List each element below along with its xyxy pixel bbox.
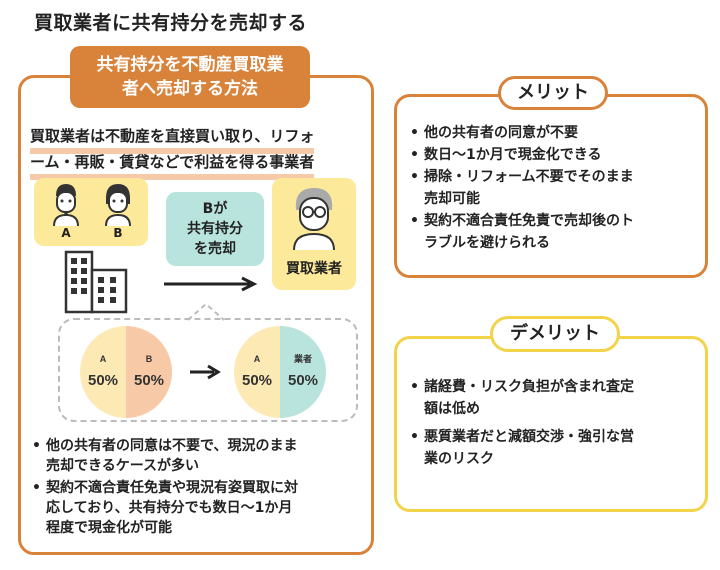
pie-after-a-label: A xyxy=(254,354,261,364)
buyer-icon xyxy=(293,188,335,250)
owner-a-label: A xyxy=(61,226,71,240)
merit-item-4: 契約不適合責任免責で売却後のト ラブルを避けられる xyxy=(410,210,634,254)
merit-item-4-line2: ラブルを避けられる xyxy=(424,235,550,251)
method-note-2: •契約不適合責任免責や現況有姿買取に対 応しており、共有持分でも数日〜1か月 程… xyxy=(32,480,298,536)
pie-before-a-slice xyxy=(80,326,126,418)
pie-before-b-slice xyxy=(126,326,172,418)
share-pies: A 50% B 50% A 50% 業者 50% xyxy=(80,326,326,418)
building-icon xyxy=(64,250,128,314)
merit-item-3-line1: 掃除・リフォーム不要でそのまま xyxy=(424,169,634,185)
demerit-list: 諸経費・リスク負担が含まれ査定 額は低め 悪質業者だと減額交渉・強引な営 業のリ… xyxy=(410,376,634,470)
pie-after-a-slice xyxy=(234,326,280,418)
merit-item-2: 数日〜1か月で現金化できる xyxy=(410,144,634,166)
b-sells-share-bubble: Bが 共有持分 を売却 xyxy=(166,192,264,266)
share-change-box xyxy=(58,318,358,422)
method-header-line1: 共有持分を不動産買取業 xyxy=(96,55,284,75)
merit-list: 他の共有者の同意が不要 数日〜1か月で現金化できる 掃除・リフォーム不要でそのま… xyxy=(410,122,634,254)
method-note-2-line3: 程度で現金化が可能 xyxy=(46,520,172,536)
pie-before-b-value: 50% xyxy=(134,372,164,389)
bubble-line1: Bが xyxy=(202,201,228,217)
method-note-2-line1: 契約不適合責任免責や現況有姿買取に対 xyxy=(46,480,298,496)
arrow-right-icon xyxy=(164,276,258,292)
callout-pointer xyxy=(187,302,225,321)
pie-after-buyer-slice xyxy=(280,326,326,418)
method-note-1-line1: 他の共有者の同意は不要で、現況のまま xyxy=(46,438,298,454)
pie-after-buyer-value: 50% xyxy=(288,372,318,389)
page-title: 買取業者に共有持分を売却する xyxy=(34,12,308,34)
owner-b-label: B xyxy=(113,226,123,240)
demerit-item-2-line2: 業のリスク xyxy=(424,451,494,467)
method-note-2-line2: 応しており、共有持分でも数日〜1か月 xyxy=(46,500,293,516)
definition-line1: 買取業者は不動産を直接買い取り、リフォ xyxy=(30,126,315,154)
pie-before-a-value: 50% xyxy=(88,372,118,389)
demerit-item-2: 悪質業者だと減額交渉・強引な営 業のリスク xyxy=(410,426,634,470)
buyer-label: 買取業者 xyxy=(286,261,342,277)
merit-item-1: 他の共有者の同意が不要 xyxy=(410,122,634,144)
co-owners-card: A B xyxy=(34,178,148,246)
pie-after-a-value: 50% xyxy=(242,372,272,389)
owner-a-icon xyxy=(53,184,79,226)
merit-item-3: 掃除・リフォーム不要でそのまま 売却可能 xyxy=(410,166,634,210)
bubble-line2: 共有持分 xyxy=(187,221,243,237)
merit-title: メリット xyxy=(498,76,608,110)
demerit-item-2-line1: 悪質業者だと減額交渉・強引な営 xyxy=(424,429,634,445)
pie-before-a-label: A xyxy=(100,354,107,364)
pie-after-buyer-label: 業者 xyxy=(293,353,312,364)
method-note-1-line2: 売却できるケースが多い xyxy=(46,458,200,474)
demerit-item-1: 諸経費・リスク負担が含まれ査定 額は低め xyxy=(410,376,634,420)
merit-item-4-line1: 契約不適合責任免責で売却後のト xyxy=(424,213,634,229)
demerit-item-1-line2: 額は低め xyxy=(424,401,480,417)
demerit-item-1-line1: 諸経費・リスク負担が含まれ査定 xyxy=(424,379,634,395)
demerit-title: デメリット xyxy=(490,316,620,352)
pie-before-b-label: B xyxy=(146,354,153,364)
bubble-line3: を売却 xyxy=(194,241,236,257)
buyer-card: 買取業者 xyxy=(272,178,356,290)
merit-item-3-line2: 売却可能 xyxy=(424,191,480,207)
definition-line2: ーム・再販・賃貸などで利益を得る事業者 xyxy=(30,152,315,180)
method-note-1: •他の共有者の同意は不要で、現況のまま 売却できるケースが多い xyxy=(32,438,298,474)
method-header-line2: 者へ売却する方法 xyxy=(122,79,258,99)
method-header: 共有持分を不動産買取業 者へ売却する方法 xyxy=(70,46,310,108)
owner-b-icon xyxy=(105,184,131,226)
